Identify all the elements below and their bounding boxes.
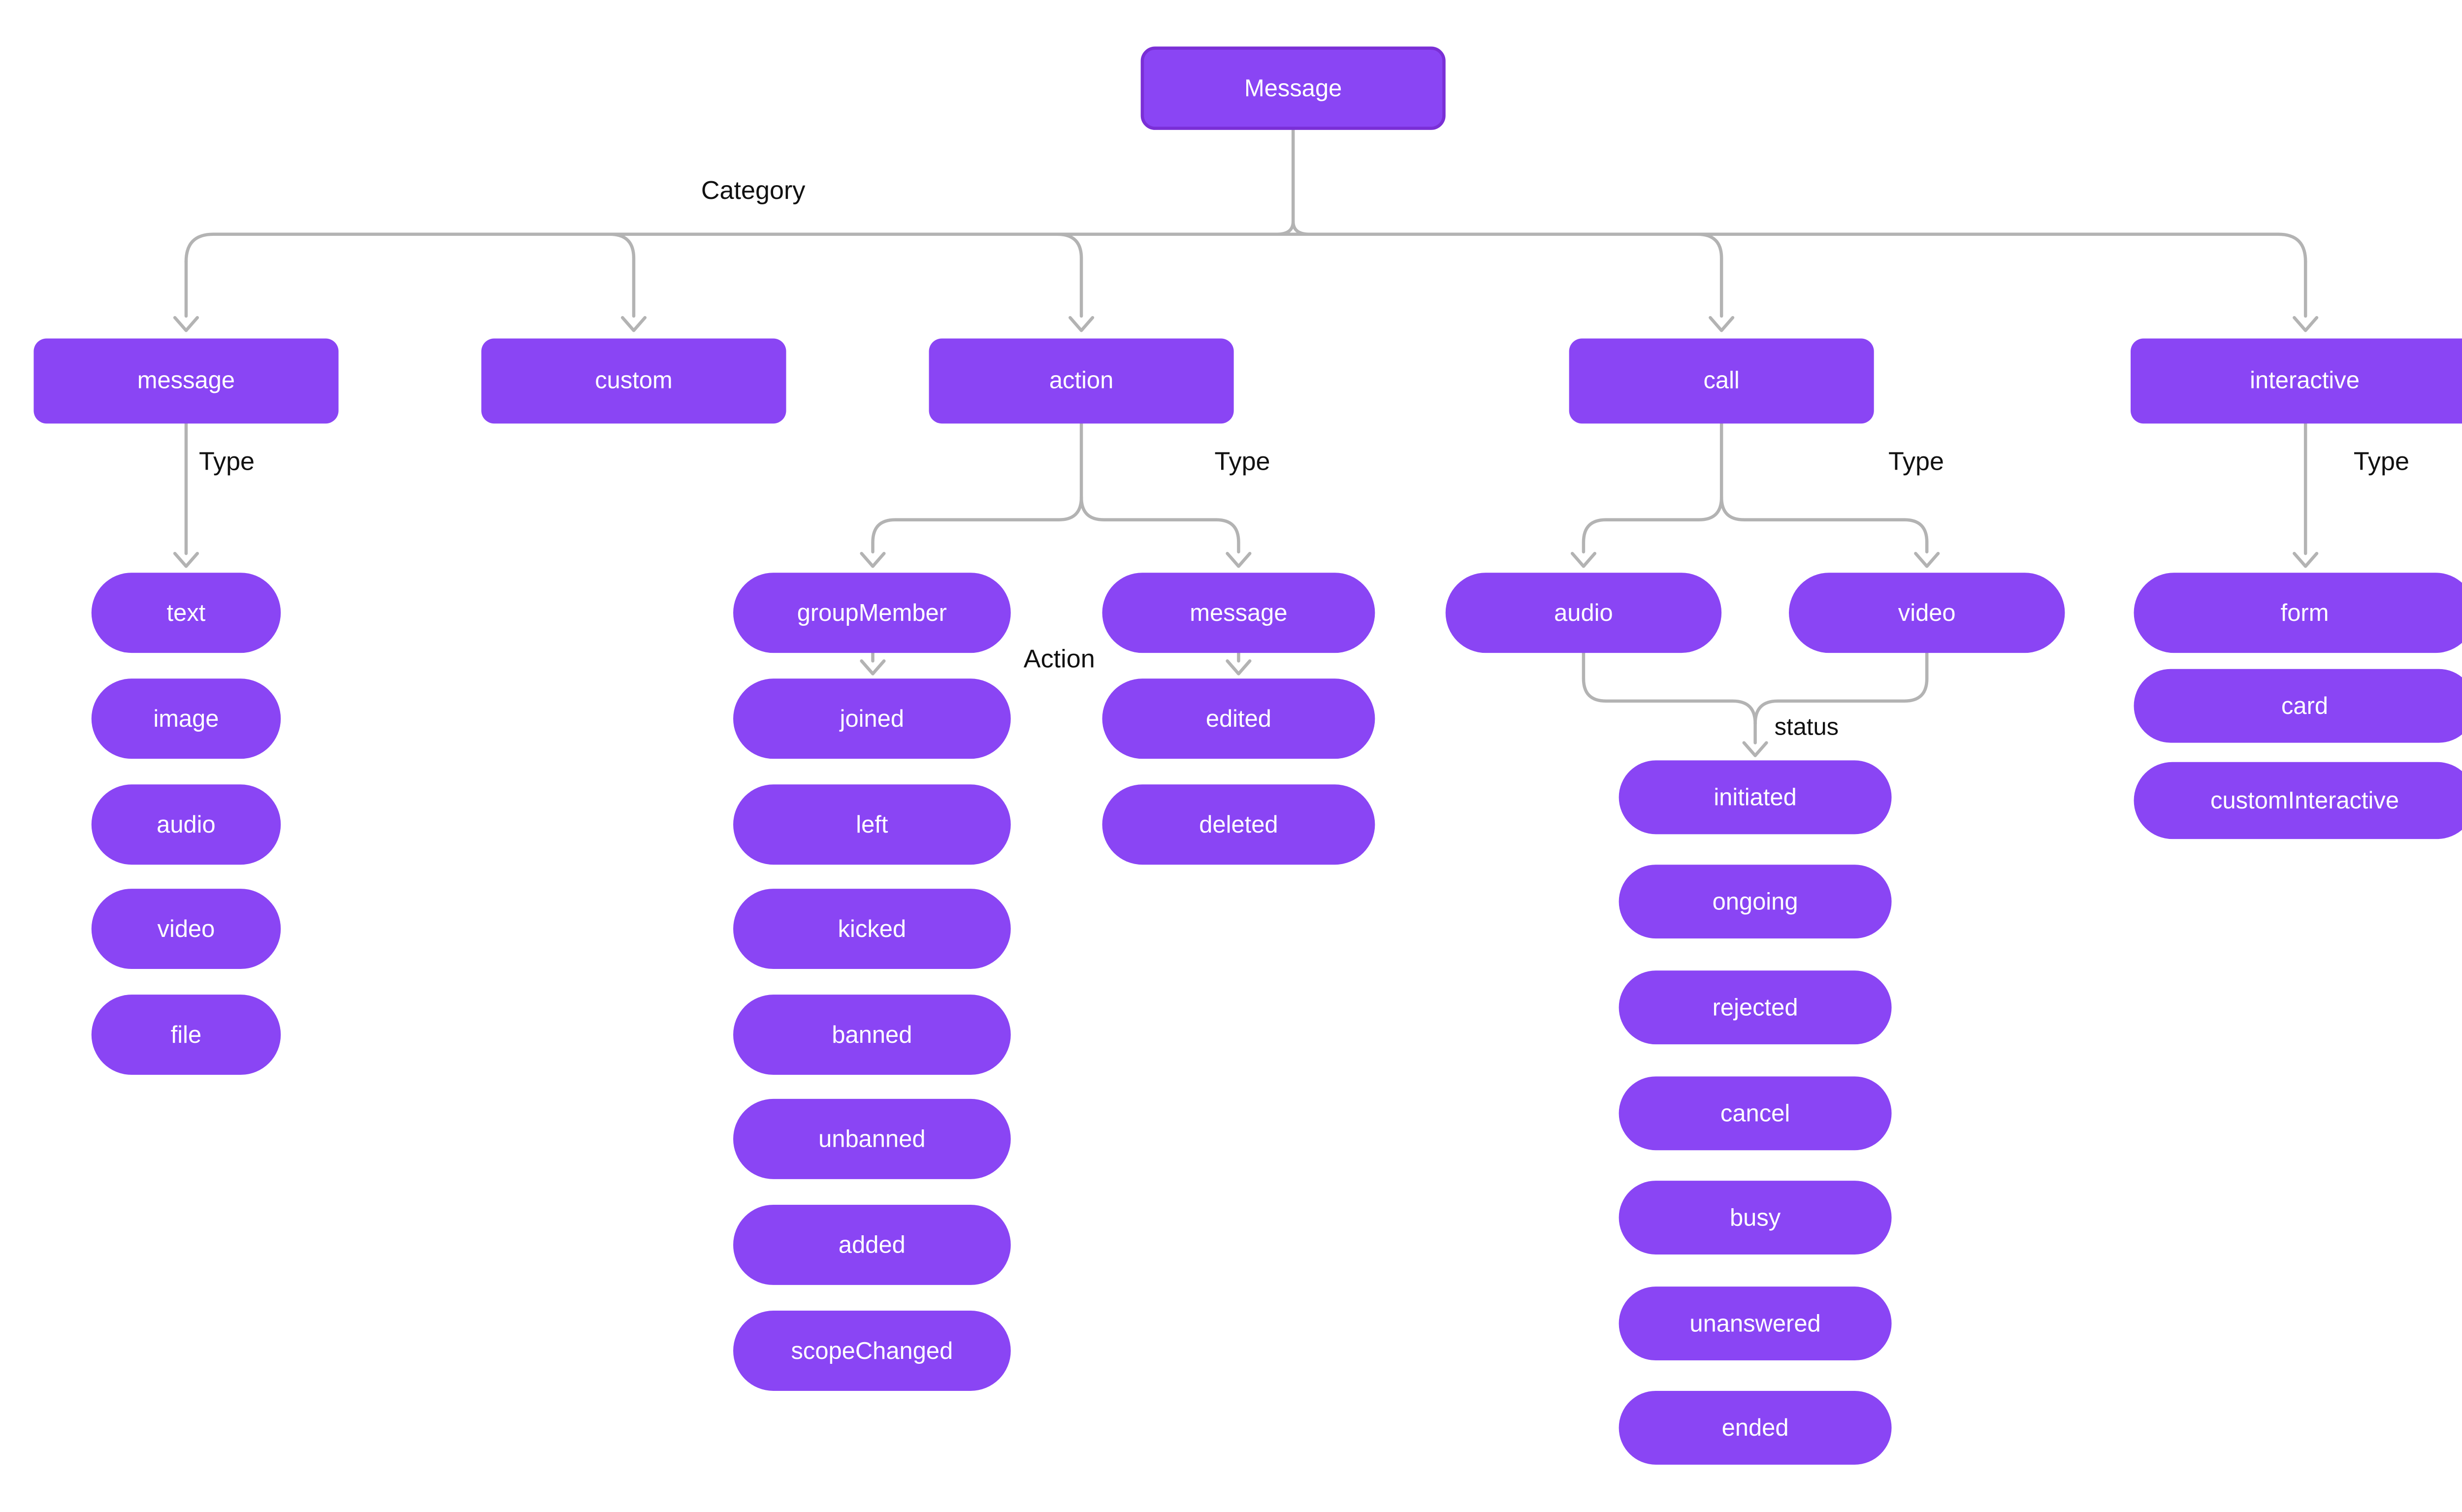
arrowhead: [2293, 551, 2319, 568]
arrowhead: [1226, 659, 1252, 676]
node-subtype-video: video: [1789, 573, 2065, 653]
arrowhead: [1709, 316, 1735, 332]
node-type-form: form: [2134, 573, 2462, 653]
arrowhead: [173, 316, 199, 332]
edge-label-type-message: Type: [199, 449, 255, 477]
edge-call-video: [1719, 495, 1929, 554]
edge-drop-custom: [608, 232, 636, 318]
node-type-image: image: [91, 678, 281, 759]
edge-root-fillet-left: [1275, 220, 1295, 236]
arrowhead: [1914, 551, 1940, 568]
arrowhead: [1069, 316, 1095, 332]
node-message-root: Message: [1140, 46, 1446, 130]
node-action-added: added: [733, 1204, 1011, 1285]
edge-drop-call: [1696, 232, 1723, 318]
node-type-video: video: [91, 889, 281, 969]
edge-drop-action: [1055, 232, 1083, 318]
edge-label-type-interactive: Type: [2353, 449, 2409, 477]
node-type-card: card: [2134, 669, 2462, 743]
arrowhead: [2293, 316, 2319, 332]
node-status-ongoing: ongoing: [1619, 865, 1892, 939]
arrowhead: [860, 551, 886, 568]
node-subtype-audio: audio: [1445, 573, 1722, 653]
edge-root-fillet-right: [1291, 220, 1311, 236]
arrowhead: [620, 316, 647, 332]
node-category-message: message: [33, 338, 339, 424]
edge-label-action: Action: [1023, 646, 1095, 674]
node-action-unbanned: unbanned: [733, 1098, 1011, 1179]
edge-audio-merge: [1582, 651, 1757, 725]
node-status-rejected: rejected: [1619, 970, 1892, 1045]
node-action-left: left: [733, 784, 1011, 865]
edge-action-groupmember: [871, 421, 1083, 554]
edge-video-merge: [1753, 651, 1929, 725]
arrowhead: [173, 551, 199, 568]
node-action-edited: edited: [1102, 678, 1375, 759]
node-type-custominteractive: customInteractive: [2134, 762, 2462, 839]
node-status-initiated: initiated: [1619, 760, 1892, 835]
node-category-interactive: interactive: [2131, 338, 2462, 424]
edge-action-message: [1079, 495, 1240, 554]
arrowhead: [1226, 551, 1252, 568]
edge-label-type-call: Type: [1888, 449, 1944, 477]
node-action-banned: banned: [733, 995, 1011, 1075]
node-type-text: text: [91, 573, 281, 653]
node-type-audio: audio: [91, 784, 281, 865]
edge-label-type-action: Type: [1214, 449, 1270, 477]
node-action-scopechanged: scopeChanged: [733, 1311, 1011, 1391]
node-action-joined: joined: [733, 678, 1011, 759]
node-category-call: call: [1569, 338, 1874, 424]
node-subtype-message: message: [1102, 573, 1375, 653]
node-status-cancel: cancel: [1619, 1076, 1892, 1151]
node-type-file: file: [91, 995, 281, 1075]
edge-label-status: status: [1774, 713, 1839, 741]
node-status-busy: busy: [1619, 1181, 1892, 1255]
node-subtype-groupmember: groupMember: [733, 573, 1011, 653]
edge-call-audio: [1582, 421, 1723, 554]
edge-category-rail: [184, 232, 2307, 263]
arrowhead: [860, 659, 886, 676]
node-category-custom: custom: [481, 338, 786, 424]
arrowhead: [1570, 551, 1597, 568]
node-status-unanswered: unanswered: [1619, 1287, 1892, 1361]
node-category-action: action: [929, 338, 1234, 424]
node-action-kicked: kicked: [733, 889, 1011, 969]
edge-label-category: Category: [701, 178, 806, 206]
node-action-deleted: deleted: [1102, 784, 1375, 865]
arrowhead: [1742, 741, 1768, 757]
node-status-ended: ended: [1619, 1390, 1892, 1465]
